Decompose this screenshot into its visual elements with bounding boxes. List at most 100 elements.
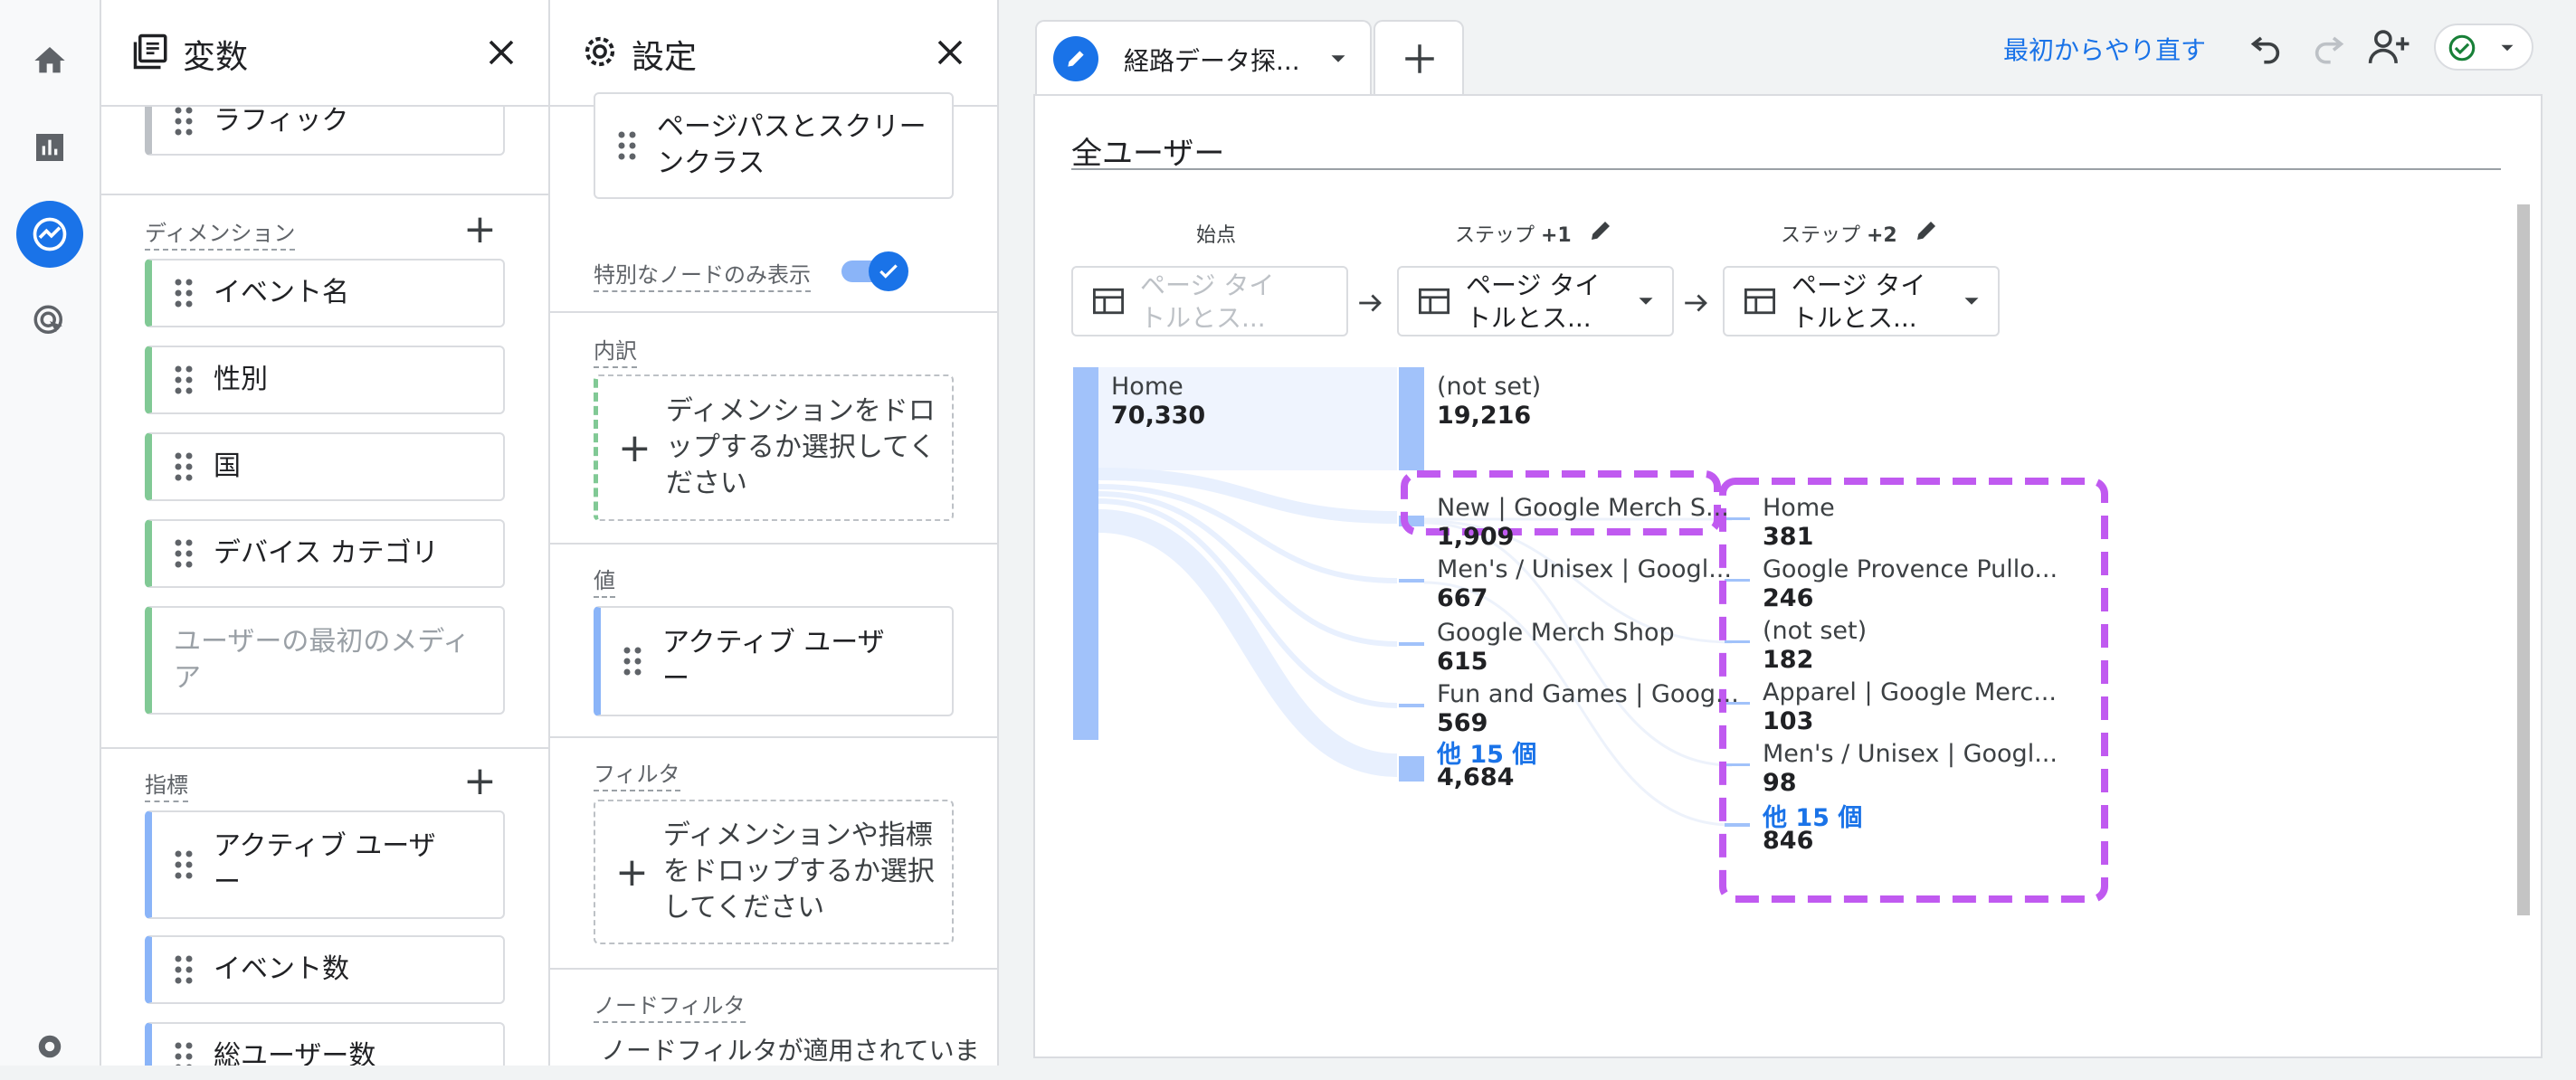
flow-link — [1423, 519, 1733, 644]
step1-node-label: (not set) — [1437, 373, 1542, 401]
reset-link[interactable]: 最初からやり直す — [2003, 35, 2207, 65]
step2-node-bar-mens[interactable] — [1725, 763, 1750, 766]
segment-title: 全ユーザー — [1071, 136, 1225, 172]
table-icon — [1419, 288, 1450, 315]
step2-node-bar-provence[interactable] — [1725, 579, 1750, 582]
variables-title: 変数 — [183, 39, 249, 76]
metric-chip-active-users[interactable]: アクティブ ユーザー — [145, 810, 505, 919]
pencil-icon — [1068, 51, 1084, 67]
chevron-down-icon — [1639, 298, 1653, 305]
step1-node-value: 19,216 — [1437, 402, 1532, 430]
dimension-chip-first-medium[interactable]: ユーザーの最初のメディア — [145, 606, 505, 715]
table-icon — [1093, 288, 1124, 315]
chevron-down-icon[interactable] — [1325, 45, 1352, 72]
home-nav-button[interactable] — [16, 27, 83, 94]
step2-node-bar-home[interactable] — [1725, 517, 1750, 520]
column-label-step2: ステップ +2 — [1781, 219, 1897, 248]
step2-node-bar-apparel[interactable] — [1725, 702, 1750, 705]
step1-node-label: Google Merch Shop — [1437, 619, 1675, 647]
check-circle-icon — [2448, 34, 2476, 62]
step2-more-link[interactable]: 他 15 個 — [1763, 804, 1863, 832]
filter-drop-zone[interactable]: + ディメンションや指標をドロップするか選択してください — [594, 800, 954, 944]
drag-handle-icon — [175, 365, 193, 394]
step2-node-value: 98 — [1763, 769, 1797, 797]
step1-more-value: 4,684 — [1437, 763, 1515, 791]
start-node-type-select[interactable]: ページ タイトルとス... — [1071, 266, 1348, 336]
advertising-nav-button[interactable] — [16, 288, 83, 355]
edit-step2-icon[interactable] — [1913, 217, 1940, 244]
step1-node-bar-not-set[interactable] — [1399, 367, 1424, 470]
step1-node-label: Men's / Unisex | Googl... — [1437, 555, 1732, 583]
divider — [101, 747, 548, 749]
metric-chip-total-users[interactable]: 総ユーザー数 — [145, 1022, 505, 1066]
chip-label: 総ユーザー数 — [214, 1040, 376, 1066]
node-type-chip[interactable]: ページパスとスクリーンクラス — [594, 92, 954, 199]
drag-handle-icon — [175, 452, 193, 481]
explore-nav-button[interactable] — [16, 201, 83, 268]
step1-node-bar-mens[interactable] — [1399, 579, 1424, 583]
scrollbar-thumb[interactable] — [2517, 204, 2530, 915]
add-dimension-button[interactable]: + — [463, 206, 497, 252]
dimension-chip-device-category[interactable]: デバイス カテゴリ — [145, 519, 505, 588]
segment-underline — [1071, 168, 2501, 170]
close-variables-icon[interactable] — [485, 36, 518, 69]
share-user-icon[interactable] — [2367, 27, 2412, 67]
undo-icon[interactable] — [2248, 29, 2284, 65]
chevron-down-icon — [1964, 298, 1979, 305]
step2-node-label: Home — [1763, 494, 1835, 522]
step2-node-label: Google Provence Pullo... — [1763, 555, 2058, 583]
redo-icon[interactable] — [2311, 29, 2347, 65]
node-filter-label: ノードフィルタ — [594, 988, 746, 1023]
step1-node-bar-fun-games[interactable] — [1399, 704, 1424, 707]
reports-nav-button[interactable] — [16, 114, 83, 181]
select-text: ページ タイトルとス... — [1466, 270, 1601, 333]
step1-more-link[interactable]: 他 15 個 — [1437, 741, 1537, 769]
step-number: +2 — [1867, 224, 1897, 247]
edit-step1-icon[interactable] — [1587, 217, 1614, 244]
step2-node-bar-not-set[interactable] — [1725, 640, 1750, 643]
breakdown-drop-zone[interactable]: + ディメンションをドロップするか選択してください — [594, 374, 954, 521]
step1-node-bar-others[interactable] — [1399, 756, 1424, 782]
step1-node-type-select[interactable]: ページ タイトルとス... — [1397, 266, 1674, 336]
flow-link — [1098, 491, 1398, 647]
highlight-box-step2 — [1719, 478, 2108, 903]
step2-node-value: 381 — [1763, 523, 1814, 551]
dimension-chip-country[interactable]: 国 — [145, 432, 505, 501]
add-tab-button[interactable] — [1374, 20, 1464, 94]
drag-handle-icon — [175, 955, 193, 984]
step2-node-type-select[interactable]: ページ タイトルとス... — [1723, 266, 2000, 336]
variables-panel: ラフィック 変数 ディメンション + イベント名 性別 国 デバイス カテゴリ … — [101, 0, 550, 1066]
start-node-bar-home[interactable] — [1073, 367, 1098, 740]
step2-more-value: 846 — [1763, 827, 1814, 855]
close-settings-icon[interactable] — [934, 36, 966, 69]
values-chip-active-users[interactable]: アクティブ ユーザー — [594, 606, 954, 716]
metric-chip-event-count[interactable]: イベント数 — [145, 935, 505, 1004]
drop-text: ディメンションをドロップするか選択してください — [665, 395, 936, 499]
dimension-chip-gender[interactable]: 性別 — [145, 346, 505, 414]
metrics-label: 指標 — [145, 767, 188, 802]
step1-node-label: Fun and Games | Goog... — [1437, 680, 1739, 708]
step1-node-value: 667 — [1437, 584, 1488, 612]
table-icon — [1744, 288, 1775, 315]
start-node-label: Home — [1111, 373, 1183, 401]
dimensions-label: ディメンション — [145, 215, 296, 251]
settings-panel: 設定 ページパスとスクリーンクラス 特別なノードのみ表示 内訳 + ディメンショ… — [550, 0, 999, 1066]
select-text: ページ タイトルとス... — [1140, 270, 1275, 333]
tab-path-exploration[interactable]: 経路データ探... — [1035, 20, 1372, 94]
admin-nav-button[interactable] — [16, 1013, 83, 1080]
add-metric-button[interactable]: + — [463, 758, 497, 804]
flow-link — [1098, 509, 1398, 777]
chip-label: 国 — [214, 450, 241, 482]
step2-node-bar-others[interactable] — [1725, 823, 1750, 827]
column-label-step1: ステップ +1 — [1455, 219, 1572, 248]
drag-handle-icon — [175, 107, 193, 136]
start-node-value: 70,330 — [1111, 402, 1206, 430]
divider — [550, 968, 997, 970]
dimension-chip-event-name[interactable]: イベント名 — [145, 259, 505, 327]
chip-label: 性別 — [214, 364, 268, 395]
step-prefix: ステップ — [1455, 224, 1541, 247]
step2-node-value: 182 — [1763, 646, 1814, 674]
save-status-button[interactable] — [2434, 24, 2533, 71]
step1-node-bar-merch-shop[interactable] — [1399, 642, 1424, 646]
special-nodes-toggle[interactable] — [841, 251, 910, 291]
